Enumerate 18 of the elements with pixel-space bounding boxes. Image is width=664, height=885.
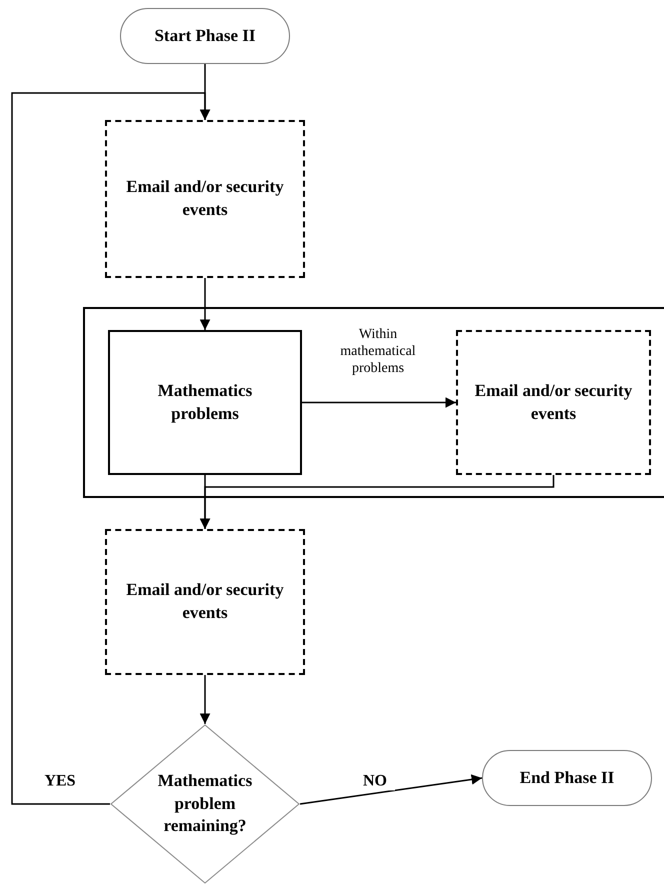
dashed-process-box bbox=[105, 529, 305, 675]
process-box bbox=[108, 330, 302, 475]
node-label: Email and/or security events bbox=[125, 579, 285, 624]
arrow bbox=[302, 397, 456, 408]
arrow bbox=[300, 774, 482, 805]
arrow bbox=[200, 278, 210, 330]
node-label: Start Phase II bbox=[153, 24, 257, 47]
node-label: Mathematics problem remaining? bbox=[156, 770, 254, 838]
arrow bbox=[200, 675, 210, 724]
dashed-process-box bbox=[105, 120, 305, 278]
arrow bbox=[11, 92, 210, 805]
node-label: Email and/or security events bbox=[474, 380, 634, 424]
group-frame bbox=[83, 307, 664, 498]
node-label: Email and/or security events bbox=[125, 176, 285, 221]
arrow bbox=[200, 475, 554, 529]
dashed-process-box bbox=[456, 330, 651, 475]
node-label: Mathematics problems bbox=[156, 380, 254, 425]
node-label: End Phase II bbox=[518, 766, 616, 789]
